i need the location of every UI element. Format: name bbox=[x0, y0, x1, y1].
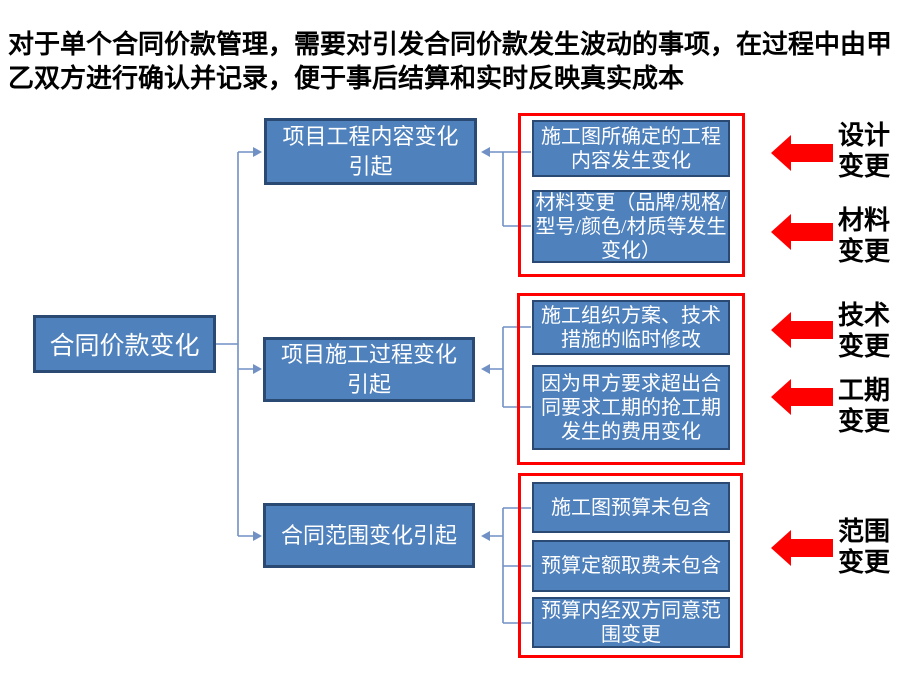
branch-box-construction-process-change: 项目施工过程变化引起 bbox=[263, 337, 475, 402]
slide-title: 对于单个合同价款管理，需要对引发合同价款发生波动的事项，在过程中由甲乙双方进行确… bbox=[8, 29, 893, 93]
root-box-contract-price-change: 合同价款变化 bbox=[33, 315, 216, 373]
branch-box-label: 项目工程内容变化引起 bbox=[282, 123, 459, 179]
cause-box-label: 施工图预算未包含 bbox=[551, 496, 711, 519]
technical-change-arrow-icon bbox=[771, 312, 833, 348]
right-arrowhead-icon bbox=[253, 147, 262, 157]
cause-box-org-plan-temp-modification: 施工组织方案、技术措施的临时修改 bbox=[532, 300, 730, 355]
right-arrowhead-icon bbox=[253, 531, 262, 541]
left-arrowhead-icon bbox=[481, 364, 490, 374]
group3-to-branch3-connector bbox=[481, 507, 531, 624]
tag-material-change: 材料变更 bbox=[838, 205, 891, 266]
cause-box-budget-quota-fee-not-included: 预算定额取费未包含 bbox=[532, 540, 730, 592]
design-change-arrow-icon bbox=[771, 135, 833, 171]
cause-box-label: 施工组织方案、技术措施的临时修改 bbox=[541, 304, 721, 351]
branch-box-label: 项目施工过程变化引起 bbox=[280, 341, 457, 397]
tag-technical-change: 技术变更 bbox=[838, 300, 891, 361]
group1-to-branch1-connector bbox=[481, 147, 531, 227]
cause-box-rush-schedule-cost-change: 因为甲方要求超出合同要求工期的抢工期发生的费用变化 bbox=[532, 365, 730, 450]
schedule-change-arrow-icon bbox=[771, 379, 833, 415]
branch-box-project-content-change: 项目工程内容变化引起 bbox=[264, 118, 477, 185]
cause-box-label: 预算内经双方同意范围变更 bbox=[541, 599, 721, 646]
material-change-arrow-icon bbox=[771, 214, 833, 250]
cause-box-drawing-budget-not-included: 施工图预算未包含 bbox=[532, 482, 730, 533]
cause-group-2-outline bbox=[517, 293, 745, 465]
cause-box-material-change: 材料变更（品牌/规格/型号/颜色/材质等发生变化） bbox=[532, 190, 730, 263]
cause-box-drawing-content-change: 施工图所确定的工程内容发生变化 bbox=[532, 120, 730, 177]
root-to-branches-connector bbox=[216, 147, 262, 541]
left-arrowhead-icon bbox=[481, 147, 490, 157]
root-box-label: 合同价款变化 bbox=[49, 333, 200, 360]
right-arrowhead-icon bbox=[253, 364, 262, 374]
branch-box-label: 合同范围变化引起 bbox=[280, 522, 457, 548]
scope-change-arrow-icon bbox=[771, 530, 833, 566]
left-arrowhead-icon bbox=[481, 531, 490, 541]
cause-group-1-outline bbox=[518, 113, 745, 277]
tag-design-change: 设计变更 bbox=[838, 120, 891, 181]
tag-scope-change: 范围变更 bbox=[838, 516, 891, 577]
cause-box-label: 材料变更（品牌/规格/型号/颜色/材质等发生变化） bbox=[535, 191, 727, 262]
cause-group-3-outline bbox=[518, 473, 743, 658]
branch-box-contract-scope-change: 合同范围变化引起 bbox=[263, 503, 475, 568]
cause-box-label: 预算定额取费未包含 bbox=[541, 555, 721, 577]
cause-box-label: 施工图所确定的工程内容发生变化 bbox=[541, 125, 721, 172]
cause-box-agreed-scope-change: 预算内经双方同意范围变更 bbox=[532, 597, 730, 648]
cause-box-label: 因为甲方要求超出合同要求工期的抢工期发生的费用变化 bbox=[541, 372, 721, 443]
tag-schedule-change: 工期变更 bbox=[838, 375, 891, 436]
